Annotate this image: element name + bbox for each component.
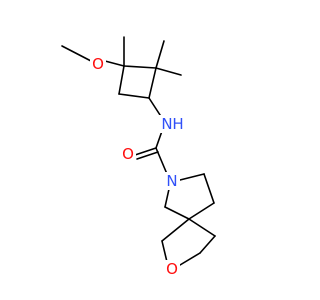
cyclobutane-to-amide-nitrogen-bond (148, 97, 163, 119)
amide-nitrogen-atom: N H (158, 115, 186, 133)
oxolane-bond-ch2-to-spiro (188, 218, 216, 237)
cyclobutane-bond-bottom (118, 93, 150, 99)
ring-nitrogen-label: N (166, 172, 177, 190)
oxolane-bond-right-ch2-to-ch2 (199, 235, 216, 254)
carbonyl-oxygen-label: O (122, 145, 134, 163)
oxolane-bond-left-ch2-to-o (161, 240, 168, 263)
methyl-to-methoxy-oxygen-bond (61, 45, 92, 62)
amide-hydrogen-label: H (172, 115, 183, 133)
carbonyl-double-bond-a (134, 147, 157, 156)
gem-dimethyl-bond-right (155, 67, 182, 76)
cyclobutane-bond-left (118, 65, 125, 95)
ring-nitrogen-atom: N (164, 172, 180, 190)
carbonyl-oxygen-atom: O (120, 145, 136, 163)
carbonyl-carbon-to-ring-nitrogen-bond (155, 147, 168, 175)
ring-oxygen-label: O (166, 260, 178, 278)
oxolane-bond-o-to-right-ch2 (179, 252, 201, 266)
bond-layer (61, 36, 216, 266)
pyrrolidine-bond-ch2-to-spiro (188, 202, 215, 220)
pyrrolidine-bond-upper-ch2-to-ch2 (203, 173, 215, 204)
cyclobutane-bond-right (148, 67, 157, 99)
chemical-structure-diagram: O N H O N O (61, 36, 216, 278)
carbonyl-double-bond-b (136, 151, 159, 160)
atom-label-layer: O N H O N O (90, 55, 186, 278)
methoxy-oxygen-atom: O (90, 55, 106, 73)
amide-nitrogen-label: N (161, 115, 172, 133)
amide-nitrogen-to-carbonyl-carbon-bond (155, 130, 163, 149)
cyclobutane-bond-top (123, 65, 157, 69)
ring-oxygen-atom: O (164, 260, 180, 278)
methoxy-oxygen-to-ring-carbon-bond (104, 60, 125, 67)
pyrrolidine-bond-lower-ch2-to-n (164, 188, 170, 208)
oxolane-bond-spiro-to-left-ch2 (161, 218, 190, 242)
pyrrolidine-bond-spiro-to-lower-ch2 (164, 206, 190, 220)
pyrrolidine-bond-n-to-upper-ch2 (179, 173, 205, 181)
methoxy-oxygen-label: O (92, 55, 104, 73)
gem-dimethyl-bond-upper (155, 40, 165, 69)
